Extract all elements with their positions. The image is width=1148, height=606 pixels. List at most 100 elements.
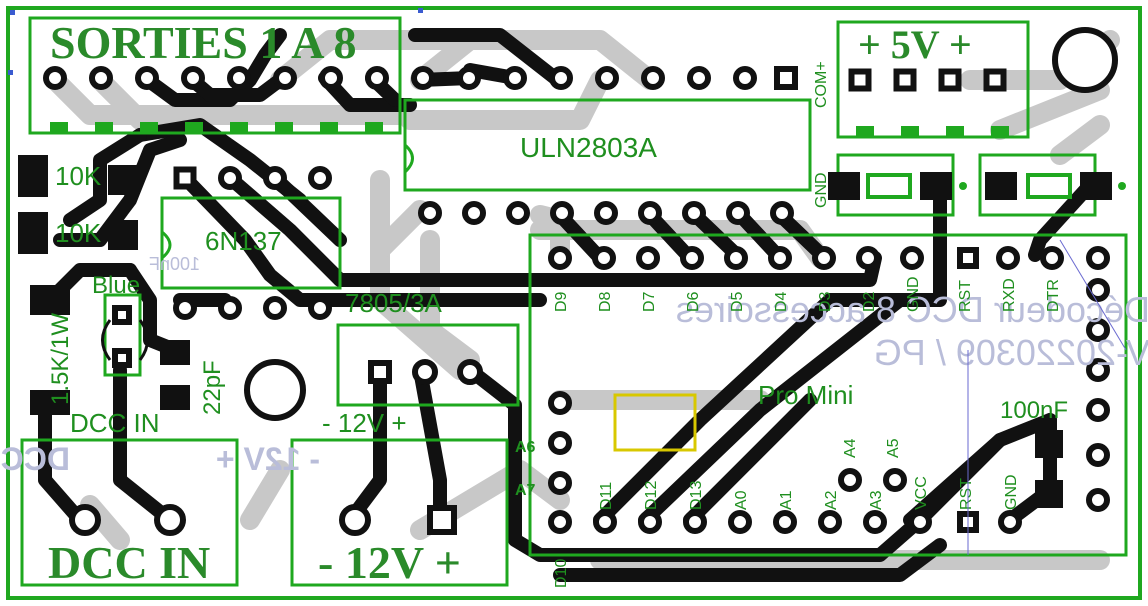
arduino-pad — [724, 246, 748, 270]
pin-label-top: D3 — [817, 291, 834, 312]
arduino-pad — [856, 246, 880, 270]
arduino-outline — [528, 233, 1128, 557]
connector-tab — [946, 126, 964, 136]
connector-pad — [227, 66, 251, 90]
led1-polarity-dot — [959, 182, 967, 190]
cap-22pf-label: 22pF — [199, 360, 226, 415]
regulator-label: 7805/3A — [345, 288, 443, 318]
arduino-pad — [1086, 278, 1110, 302]
arduino-pad — [1040, 246, 1064, 270]
dcc-terminal-pad — [154, 504, 186, 536]
arduino-pad — [1086, 443, 1110, 467]
connector-pad — [641, 66, 665, 90]
pin-label-bottom: VCC — [913, 476, 930, 510]
connector-pad-square — [774, 66, 798, 90]
arduino-pad — [680, 246, 704, 270]
connector-pad — [319, 66, 343, 90]
arduino-pad — [548, 471, 572, 495]
ghost-12v: - 12V + — [216, 441, 320, 477]
ghost-text-1: Décodeur DCC 8 accessoires — [676, 289, 1148, 330]
pin-label-top: D4 — [773, 291, 790, 312]
arduino-pad — [592, 246, 616, 270]
uln-label: ULN2803A — [520, 132, 657, 163]
r1-label: 10K — [55, 161, 102, 191]
pin-label-top: D5 — [729, 291, 746, 312]
connector-pad — [503, 66, 527, 90]
cap-22pf-pad — [160, 385, 190, 410]
connector-pad — [89, 66, 113, 90]
dcc-small-label: DCC IN — [70, 408, 160, 438]
connector-tab — [185, 122, 203, 132]
opto-pad-square — [173, 166, 197, 190]
resistor-1.5k-pad — [30, 285, 70, 315]
ghost-text-2: V-20220309 / PG — [874, 332, 1148, 373]
arduino-pad — [728, 510, 752, 534]
connector-tab — [901, 126, 919, 136]
uln-pad — [506, 201, 530, 225]
uln-notch — [403, 143, 414, 174]
resistor-10k-pad — [18, 212, 48, 254]
arduino-pad — [863, 510, 887, 534]
cap-22pf-pad — [160, 340, 190, 365]
led2-polarity-dot — [1118, 182, 1126, 190]
regulator-pad-square — [368, 360, 392, 384]
dcc-terminal-outline — [20, 438, 239, 587]
pin-label-top: RXD — [1001, 278, 1018, 312]
blue-led-pad — [112, 305, 132, 325]
uln-pad — [638, 201, 662, 225]
pin-label-bottom: A3 — [868, 490, 885, 510]
arduino-pad — [1086, 488, 1110, 512]
12v-small-label: - 12V + — [322, 408, 407, 438]
opto-pad — [263, 296, 287, 320]
uln-pad — [726, 201, 750, 225]
arduino-pad — [996, 246, 1020, 270]
pin-label-bottom: D12 — [643, 481, 660, 510]
led2-body — [1026, 173, 1072, 199]
regulator-pad — [412, 359, 438, 385]
pin-label-top: D9 — [553, 291, 570, 312]
r2-label: 10K — [55, 218, 102, 248]
pin-label-bottom: A0 — [733, 490, 750, 510]
led1-pad — [920, 172, 952, 200]
uln-pad — [770, 201, 794, 225]
pin-label-bottom: A1 — [778, 490, 795, 510]
mounting-hole — [1052, 27, 1118, 93]
optocoupler-outline — [160, 196, 342, 290]
arduino-pad — [1086, 246, 1110, 270]
pin-label-top: D7 — [641, 291, 658, 312]
led1-pad — [828, 172, 860, 200]
r3-label: 1.5K/1W — [47, 313, 74, 405]
arduino-pad — [683, 510, 707, 534]
pin-label-top: D2 — [861, 291, 878, 312]
power-pad — [983, 68, 1007, 92]
pin-a4-label: A4 — [842, 438, 859, 458]
connector-tab — [320, 122, 338, 132]
mounting-hole — [244, 359, 306, 421]
power-pad — [893, 68, 917, 92]
arduino-pad — [908, 510, 932, 534]
blue-led-outline — [103, 293, 142, 377]
connector-pad — [411, 66, 435, 90]
12v-title: - 12V + — [318, 537, 461, 588]
opto-pad — [218, 166, 242, 190]
dcc-title: DCC IN — [48, 537, 210, 588]
power5v-title: + 5V + — [858, 22, 972, 67]
dcc-terminal-pad — [69, 504, 101, 536]
blue-led-pad — [112, 348, 132, 368]
arduino-pad — [1086, 398, 1110, 422]
connector-pad — [181, 66, 205, 90]
connector-tab — [991, 126, 1009, 136]
power5v-connector-outline — [836, 20, 1030, 139]
connector-pad — [595, 66, 619, 90]
arduino-pad — [1086, 318, 1110, 342]
pin-label-bottom: D11 — [598, 482, 615, 510]
arduino-label: Pro Mini — [758, 380, 853, 410]
resistor-10k-pad — [108, 220, 138, 250]
led2-pad — [985, 172, 1017, 200]
led1-body — [866, 173, 912, 199]
connector-pad — [273, 66, 297, 90]
pin-label-top: D6 — [685, 291, 702, 312]
12v-terminal-pad — [339, 504, 371, 536]
resistor-10k-pad — [18, 155, 48, 197]
connector-pad — [687, 66, 711, 90]
